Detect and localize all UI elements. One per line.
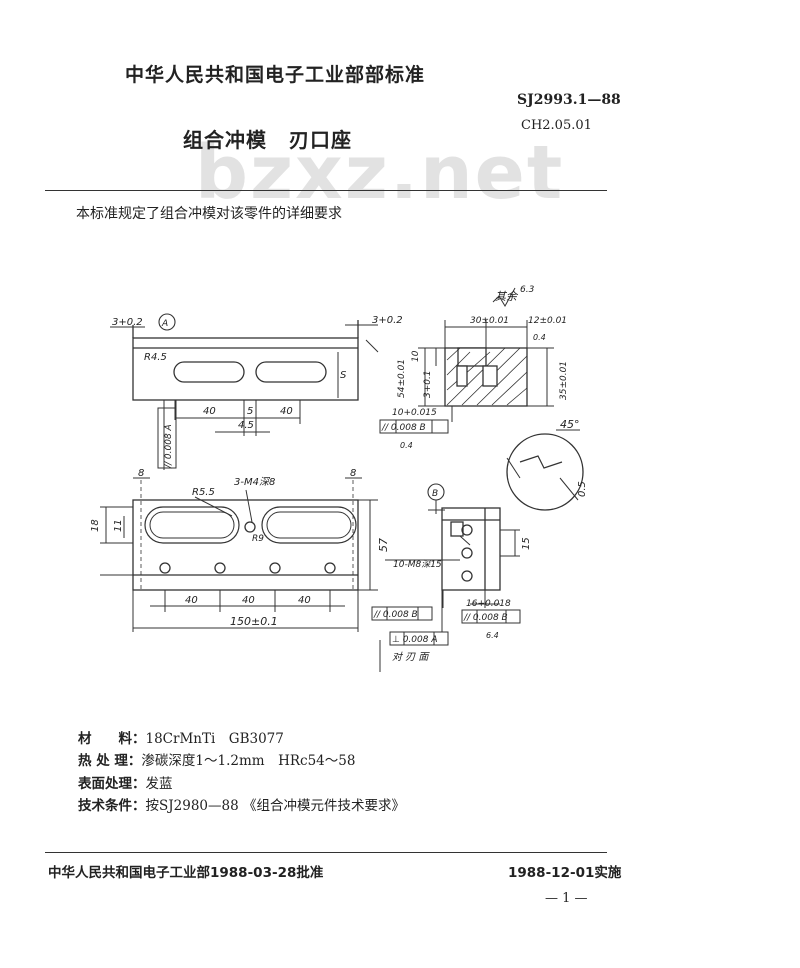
datum-a-label: A bbox=[161, 319, 168, 329]
dim-57: 57 bbox=[377, 538, 390, 552]
roughness-note: 其余 bbox=[495, 290, 519, 303]
requirement-material: 材 料：18CrMnTi GB3077 bbox=[78, 727, 284, 747]
top-view bbox=[110, 313, 379, 470]
requirement-key: 材 料： bbox=[78, 731, 146, 747]
dim-40-left: 40 bbox=[203, 406, 216, 417]
datum-b-label: B bbox=[432, 489, 438, 499]
dim-15: 15 bbox=[521, 537, 532, 550]
document-title: 组合冲模刃口座 bbox=[183, 124, 352, 153]
front-view bbox=[100, 477, 378, 632]
cutting-face-note: 对 刃 面 bbox=[392, 651, 430, 663]
dim-12: 12±0.01 bbox=[528, 316, 567, 326]
title-part-a: 组合冲模 bbox=[183, 128, 267, 152]
dim-3-top-left: 3+0.2 bbox=[112, 317, 143, 328]
dim-3-m4: 3-M4深8 bbox=[234, 476, 275, 488]
dim-m8: 10-M8深15 bbox=[393, 559, 442, 570]
dim-40-b: 40 bbox=[242, 595, 255, 606]
dim-10-015: 10+0.015 bbox=[392, 408, 437, 418]
dim-0-5: 0.5 bbox=[577, 481, 588, 497]
watermark: bzxz.net bbox=[195, 130, 565, 216]
dim-3-top-right: 3+0.2 bbox=[372, 315, 403, 326]
roughness-6-4: 6.4 bbox=[486, 631, 499, 640]
roughness-value: 6.3 bbox=[520, 285, 535, 295]
detail-view bbox=[506, 429, 584, 511]
title-part-b: 刃口座 bbox=[289, 128, 352, 152]
requirement-value: 发蓝 bbox=[145, 776, 173, 792]
footer-rule bbox=[45, 852, 607, 853]
dim-40-c: 40 bbox=[298, 595, 311, 606]
catalog-number: CH2.05.01 bbox=[521, 118, 592, 133]
dim-54: 54±0.01 bbox=[397, 359, 407, 398]
requirement-value: 18CrMnTi GB3077 bbox=[145, 731, 284, 747]
dim-r45: R4.5 bbox=[144, 352, 167, 363]
side-view bbox=[371, 483, 521, 672]
requirement-key: 表面处理： bbox=[78, 776, 146, 792]
effective-date: 1988-12-01实施 bbox=[508, 865, 622, 881]
requirement-surface: 表面处理：发蓝 bbox=[78, 772, 173, 792]
requirement-key: 技术条件： bbox=[78, 798, 146, 814]
requirement-value: 渗碳深度1～1.2mm HRc54～58 bbox=[141, 753, 356, 769]
page-number: — 1 — bbox=[545, 891, 588, 906]
dim-4-5: 4.5 bbox=[238, 420, 254, 431]
parallelism-tol-top: // 0.008 A bbox=[164, 424, 174, 469]
dim-35: 35±0.01 bbox=[559, 361, 569, 400]
dim-r9: R9 bbox=[252, 534, 264, 544]
approval-statement: 中华人民共和国电子工业部1988-03-28批准 bbox=[48, 865, 324, 881]
issuing-authority: 中华人民共和国电子工业部部标准 bbox=[125, 64, 426, 86]
scope-statement: 本标准规定了组合冲模对该零件的详细要求 bbox=[76, 206, 342, 222]
dim-r55: R5.5 bbox=[192, 487, 215, 498]
perpendicularity-tol: ⊥ 0.008 A bbox=[392, 635, 437, 645]
parallelism-tol-b1: // 0.008 B bbox=[381, 423, 426, 433]
dim-45-deg: 45° bbox=[560, 418, 580, 431]
dim-150: 150±0.1 bbox=[230, 615, 278, 628]
dim-10: 10 bbox=[411, 350, 421, 362]
header-rule bbox=[45, 190, 607, 191]
dim-5: 5 bbox=[247, 406, 253, 417]
requirement-value: 按SJ2980—88 《组合冲模元件技术要求》 bbox=[145, 798, 406, 814]
requirement-heat-treatment: 热 处 理：渗碳深度1～1.2mm HRc54～58 bbox=[78, 749, 355, 769]
section-view bbox=[379, 287, 554, 434]
dim-11: 11 bbox=[113, 519, 124, 532]
parallelism-tol-b2: // 0.008 B bbox=[373, 610, 418, 620]
dim-3-01: 3+0.1 bbox=[423, 370, 433, 398]
dim-8-left: 8 bbox=[138, 468, 144, 479]
dim-s: S bbox=[340, 370, 347, 381]
roughness-0-4-a: 0.4 bbox=[400, 441, 413, 450]
dim-18: 18 bbox=[90, 519, 101, 532]
roughness-0-4-b: 0.4 bbox=[533, 333, 546, 342]
dim-8-right: 8 bbox=[350, 468, 356, 479]
requirement-key: 热 处 理： bbox=[78, 753, 142, 769]
dim-40-a: 40 bbox=[185, 595, 198, 606]
dim-30: 30±0.01 bbox=[470, 316, 509, 326]
dim-40-right: 40 bbox=[280, 406, 293, 417]
dim-16: 16+0.018 bbox=[466, 599, 511, 609]
parallelism-tol-b3: // 0.008 B bbox=[463, 613, 508, 623]
standard-number: SJ2993.1—88 bbox=[517, 92, 621, 108]
requirement-technical: 技术条件：按SJ2980—88 《组合冲模元件技术要求》 bbox=[78, 794, 405, 814]
